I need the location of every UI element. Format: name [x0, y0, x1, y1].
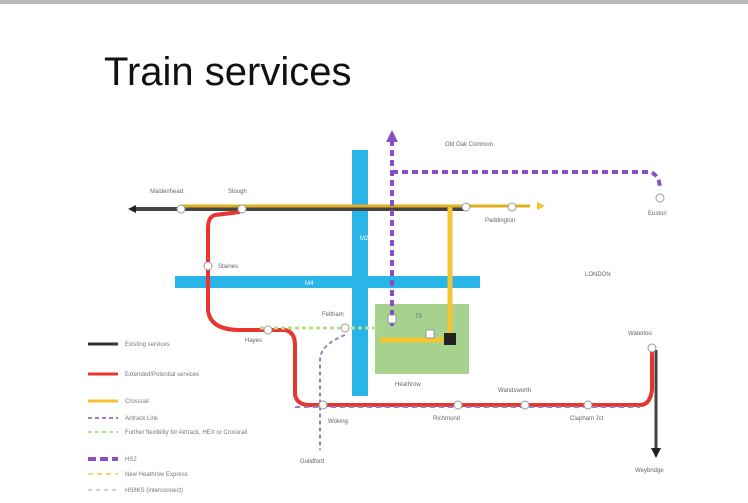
- hs2-branch: [392, 170, 662, 191]
- arrow-west-icon: [128, 205, 136, 213]
- label-paddington: Paddington: [485, 218, 515, 224]
- station-waterloo: [647, 343, 657, 353]
- station-wandsworth: [520, 400, 530, 410]
- station-woking: [318, 400, 328, 410]
- label-weybridge: Weybridge: [635, 468, 664, 474]
- label-slough: Slough: [228, 189, 247, 195]
- label-hayes: Hayes: [245, 338, 262, 344]
- station-heathrow-2: [425, 329, 435, 339]
- legend-airtrack: Airtrack Link: [125, 416, 159, 422]
- arrow-south-icon: [651, 448, 661, 458]
- label-staines: Staines: [218, 264, 238, 270]
- station-maidenhead: [176, 204, 186, 214]
- slide-title: Train services: [104, 50, 352, 94]
- legend-existing: Existing services: [125, 342, 170, 348]
- station-feltham: [340, 323, 350, 333]
- arrow-east-icon: [537, 202, 545, 210]
- label-wandsworth: Wandsworth: [498, 388, 531, 394]
- station-slough: [237, 204, 247, 214]
- label-woking: Woking: [328, 419, 348, 425]
- airtrack-red-line: [206, 210, 654, 407]
- m25-motorway: [352, 150, 368, 396]
- label-clapham: Clapham Jct: [570, 416, 604, 422]
- legend: Existing services Extended/Potential ser…: [88, 342, 247, 494]
- guildford-branch: [319, 334, 346, 450]
- label-feltham: Feltham: [322, 312, 344, 318]
- t5-icon: [444, 333, 456, 345]
- station-old-oak: [461, 202, 471, 212]
- m25-label: M25: [360, 236, 372, 242]
- legend-flexibility: Further flexibility for Airtrack, HEX or…: [125, 430, 247, 436]
- label-waterloo: Waterloo: [628, 331, 652, 337]
- label-euston: Euston: [648, 211, 667, 217]
- m4-label: M4: [305, 281, 314, 287]
- station-richmond: [453, 400, 463, 410]
- label-maidenhead: Maidenhead: [150, 189, 183, 195]
- legend-crossrail: Crossrail: [125, 399, 149, 405]
- legend-interconnect: HS/IKS (interconnect): [125, 488, 183, 494]
- legend-extended: Extended/Potential services: [125, 372, 199, 378]
- label-heathrow: Heathrow: [395, 382, 421, 388]
- label-t5: T5: [415, 314, 423, 320]
- label-guildford: Guildford: [300, 459, 324, 465]
- top-bar: [0, 0, 748, 4]
- m4-motorway: [175, 276, 480, 288]
- legend-hex: New Heathrow Express: [125, 472, 188, 478]
- station-staines: [203, 261, 213, 271]
- legend-hs2: HS2: [125, 457, 137, 463]
- station-heathrow-1: [387, 314, 397, 324]
- london-label: LONDON: [585, 272, 611, 278]
- station-euston: [655, 193, 665, 203]
- station-paddington: [507, 202, 517, 212]
- hs2-arrow-icon: [386, 130, 398, 142]
- label-richmond: Richmond: [433, 416, 460, 422]
- label-old-oak: Old Oak Common: [445, 142, 493, 148]
- station-clapham: [583, 400, 593, 410]
- station-hayes: [263, 325, 273, 335]
